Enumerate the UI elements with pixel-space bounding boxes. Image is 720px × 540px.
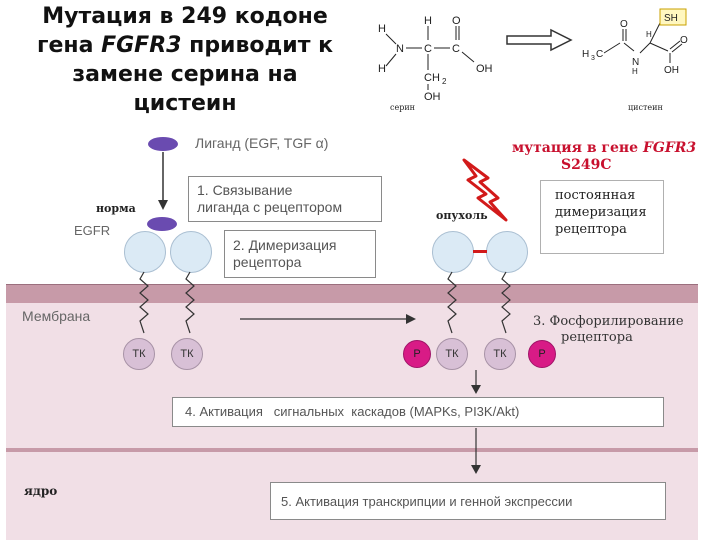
arrow-to-step-4-icon (471, 370, 481, 394)
norma-label: норма (96, 202, 136, 215)
title-line-1: Мутация в 249 кодоне (42, 4, 328, 29)
tk-tumor-right: ТК (484, 338, 516, 370)
mutation-title: мутация в гене FGFR3 (512, 140, 697, 156)
svg-text:OH: OH (664, 65, 679, 76)
mutation-code: S249C (561, 157, 612, 173)
normal-receptor-left (124, 231, 166, 273)
tumor-receptor-left (432, 231, 474, 273)
svg-text:C: C (452, 43, 460, 55)
serine-structure: H H N H C C O OH CH 2 OH (378, 15, 493, 100)
nuclear-membrane (6, 448, 698, 452)
svg-text:H: H (582, 49, 589, 60)
title-line-3: замене серина на (72, 62, 298, 87)
conversion-arrow-icon (506, 28, 573, 52)
receptor-stems (139, 271, 511, 334)
slide-title: Мутация в 249 кодоне гена FGFR3 приводит… (0, 2, 370, 118)
cysteine-structure: O H 3 C N H H O OH SH (582, 8, 688, 76)
svg-text:OH: OH (476, 63, 493, 75)
svg-text:O: O (680, 35, 688, 46)
phospho-right: P (528, 340, 556, 368)
nucleus-label: ядро (24, 484, 58, 498)
tumor-label: опухоль (436, 209, 488, 222)
svg-text:OH: OH (424, 91, 441, 100)
step-4-box: 4. Активация сигнальных каскадов (MAPKs,… (172, 397, 664, 427)
arrow-to-step-5-icon (471, 428, 481, 474)
step-2-box: 2. Димеризация рецептора (224, 230, 376, 278)
svg-text:C: C (596, 49, 603, 60)
tumor-receptor-right (486, 231, 528, 273)
disulfide-bond (473, 250, 487, 253)
svg-text:H: H (424, 15, 432, 27)
svg-text:H: H (378, 23, 386, 35)
normal-receptor-right (170, 231, 212, 273)
svg-text:2: 2 (442, 77, 447, 86)
svg-text:N: N (632, 57, 639, 68)
svg-text:CH: CH (424, 72, 440, 84)
svg-text:H: H (646, 30, 652, 39)
cysteine-label: цистеин (628, 103, 663, 112)
svg-text:H: H (632, 67, 638, 76)
step-1-box: 1. Связывание лиганда с рецептором (188, 176, 382, 222)
title-gene: FGFR3 (101, 33, 182, 58)
signal-arrow-icon (240, 314, 416, 324)
tk-normal-right: ТК (171, 338, 203, 370)
svg-text:O: O (620, 19, 628, 30)
svg-text:3: 3 (591, 55, 595, 62)
title-line-2: гена FGFR3 приводит к (36, 33, 334, 58)
membrane-label: Мембрана (22, 308, 91, 324)
svg-text:O: O (452, 15, 461, 27)
ligand-icon (148, 137, 178, 151)
serine-label: серин (390, 103, 415, 112)
svg-text:C: C (424, 43, 432, 55)
ligand-arrow-icon (158, 152, 168, 210)
svg-text:N: N (396, 43, 404, 55)
tk-normal-left: ТК (123, 338, 155, 370)
step-3-label: 3. Фосфорилирование рецептора (533, 314, 684, 345)
title-line-4: цистеин (133, 91, 237, 116)
lightning-icon (462, 158, 508, 222)
constant-dimerization-box: постоянная димеризация рецептора (540, 180, 664, 254)
ligand-label: Лиганд (EGF, TGF α) (195, 135, 329, 151)
phospho-left: P (403, 340, 431, 368)
sh-group: SH (664, 13, 678, 24)
step-5-box: 5. Активация транскрипции и генной экспр… (270, 482, 666, 520)
egfr-label: EGFR (74, 223, 111, 238)
svg-text:H: H (378, 63, 386, 75)
bound-ligand-icon (147, 217, 177, 231)
tk-tumor-left: ТК (436, 338, 468, 370)
